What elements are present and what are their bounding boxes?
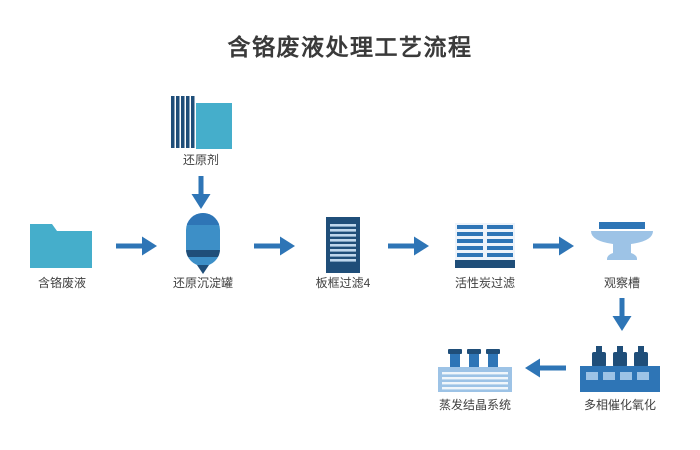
plate-filter-icon bbox=[326, 217, 360, 273]
observe-funnel-icon bbox=[591, 222, 653, 260]
arrow-down-icon bbox=[612, 298, 632, 331]
node-label: 蒸发结晶系统 bbox=[438, 398, 511, 412]
reducer-folder-icon bbox=[170, 95, 232, 149]
node-label: 多相催化氧化 bbox=[583, 398, 656, 412]
carbon-filter-icon bbox=[455, 223, 515, 268]
node-label: 还原沉淀罐 bbox=[172, 276, 233, 290]
arrow-right-icon bbox=[388, 236, 429, 256]
oxidation-plant-icon bbox=[580, 346, 660, 392]
node-label: 还原剂 bbox=[182, 153, 219, 167]
evaporation-plant-icon bbox=[438, 349, 512, 392]
tank-icon bbox=[186, 213, 220, 274]
node-label: 含铬废液 bbox=[37, 276, 86, 290]
arrow-down-icon bbox=[191, 176, 211, 209]
waste-folder-icon bbox=[30, 224, 92, 268]
arrow-right-icon bbox=[254, 236, 295, 256]
arrow-left-icon bbox=[525, 358, 566, 378]
diagram-title: 含铬废液处理工艺流程 bbox=[227, 34, 473, 60]
arrow-right-icon bbox=[116, 236, 157, 256]
node-label: 板框过滤4 bbox=[315, 276, 371, 290]
arrow-right-icon bbox=[533, 236, 574, 256]
node-label: 观察槽 bbox=[603, 276, 640, 290]
node-label: 活性炭过滤 bbox=[454, 276, 515, 290]
